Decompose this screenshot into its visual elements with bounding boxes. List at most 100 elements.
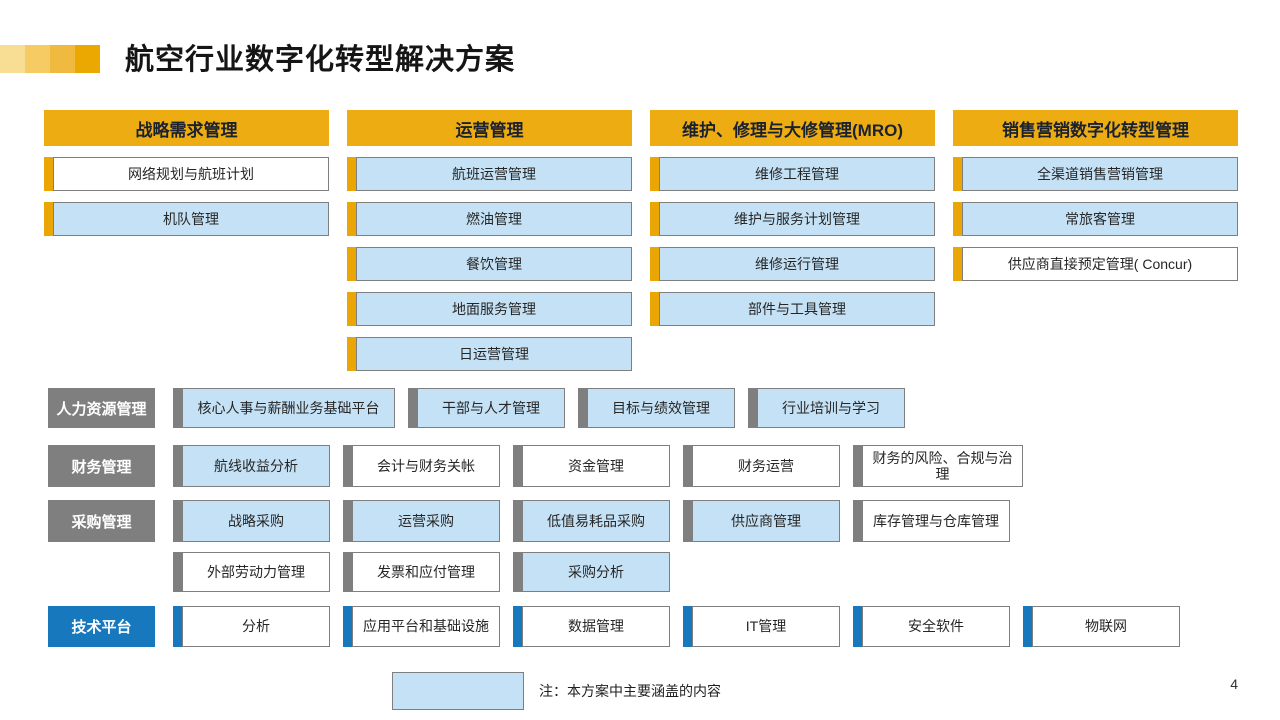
solution-box: 供应商管理 xyxy=(683,500,840,542)
accent-bar xyxy=(853,500,862,542)
accent-bar xyxy=(578,388,587,428)
legend-note: 注：本方案中主要涵盖的内容 xyxy=(539,683,721,699)
row-label: 采购管理 xyxy=(48,500,155,542)
solution-box: 常旅客管理 xyxy=(953,202,1238,236)
row-label: 人力资源管理 xyxy=(48,388,155,428)
accent-bar xyxy=(513,606,522,647)
solution-box-label: 运营采购 xyxy=(352,500,500,542)
solution-box: 供应商直接预定管理( Concur) xyxy=(953,247,1238,281)
decoration-square xyxy=(25,45,50,73)
accent-bar xyxy=(683,500,692,542)
column-sales-marketing: 销售营销数字化转型管理 全渠道销售营销管理 常旅客管理 供应商直接预定管理( C… xyxy=(953,110,1238,371)
solution-box: 全渠道销售营销管理 xyxy=(953,157,1238,191)
solution-box-label: 餐饮管理 xyxy=(356,247,632,281)
solution-box: 维护与服务计划管理 xyxy=(650,202,935,236)
column-strategy-demand: 战略需求管理 网络规划与航班计划 机队管理 xyxy=(44,110,329,371)
solution-box-label: 应用平台和基础设施 xyxy=(352,606,500,647)
accent-bar xyxy=(44,202,53,236)
solution-box: 航班运营管理 xyxy=(347,157,632,191)
page-title: 航空行业数字化转型解决方案 xyxy=(125,44,516,76)
decoration-square xyxy=(50,45,75,73)
solution-box-label: 维修工程管理 xyxy=(659,157,935,191)
solution-box: 部件与工具管理 xyxy=(650,292,935,326)
solution-box-label: 常旅客管理 xyxy=(962,202,1238,236)
solution-box: 库存管理与仓库管理 xyxy=(853,500,1010,542)
solution-box: 核心人事与薪酬业务基础平台 xyxy=(173,388,395,428)
accent-bar xyxy=(853,606,862,647)
accent-bar xyxy=(650,202,659,236)
solution-box-label: 采购分析 xyxy=(522,552,670,592)
solution-box-label: 维护与服务计划管理 xyxy=(659,202,935,236)
legend-covered-swatch xyxy=(392,672,524,710)
accent-bar xyxy=(173,388,182,428)
column-header: 战略需求管理 xyxy=(44,110,329,146)
solution-box: 低值易耗品采购 xyxy=(513,500,670,542)
solution-box-label: 网络规划与航班计划 xyxy=(53,157,329,191)
solution-columns: 战略需求管理 网络规划与航班计划 机队管理 运营管理 航班运营管理 燃油管理 xyxy=(44,110,1238,371)
accent-bar xyxy=(953,157,962,191)
accent-bar xyxy=(650,247,659,281)
solution-box-label: IT管理 xyxy=(692,606,840,647)
legend: 注：本方案中主要涵盖的内容 xyxy=(392,672,721,710)
solution-box-label: 全渠道销售营销管理 xyxy=(962,157,1238,191)
solution-box-label: 外部劳动力管理 xyxy=(182,552,330,592)
accent-bar xyxy=(683,445,692,487)
solution-box: 采购分析 xyxy=(513,552,670,592)
row-technology-platform: 技术平台 分析 应用平台和基础设施 数据管理 IT管理 安全软件 物联网 xyxy=(48,606,1180,647)
solution-box-label: 安全软件 xyxy=(862,606,1010,647)
row-procurement-line2: 外部劳动力管理 发票和应付管理 采购分析 xyxy=(173,552,670,592)
solution-box: 日运营管理 xyxy=(347,337,632,371)
title-decoration xyxy=(0,45,100,73)
solution-box-label: 发票和应付管理 xyxy=(352,552,500,592)
row-procurement: 采购管理 战略采购 运营采购 低值易耗品采购 供应商管理 库存管理与仓库管理 xyxy=(48,500,1010,542)
solution-box-label: 战略采购 xyxy=(182,500,330,542)
accent-bar xyxy=(853,445,862,487)
accent-bar xyxy=(408,388,417,428)
column-header: 销售营销数字化转型管理 xyxy=(953,110,1238,146)
solution-box: 财务运营 xyxy=(683,445,840,487)
accent-bar xyxy=(748,388,757,428)
solution-box-label: 目标与绩效管理 xyxy=(587,388,735,428)
column-header: 维护、修理与大修管理(MRO) xyxy=(650,110,935,146)
accent-bar xyxy=(347,202,356,236)
row-finance: 财务管理 航线收益分析 会计与财务关帐 资金管理 财务运营 财务的风险、合规与治… xyxy=(48,445,1023,487)
solution-box: 行业培训与学习 xyxy=(748,388,905,428)
solution-box: 安全软件 xyxy=(853,606,1010,647)
solution-box-label: 部件与工具管理 xyxy=(659,292,935,326)
solution-box: 发票和应付管理 xyxy=(343,552,500,592)
decoration-square xyxy=(75,45,100,73)
row-label: 技术平台 xyxy=(48,606,155,647)
accent-bar xyxy=(343,552,352,592)
solution-box-label: 供应商管理 xyxy=(692,500,840,542)
solution-box: 航线收益分析 xyxy=(173,445,330,487)
solution-box: 战略采购 xyxy=(173,500,330,542)
accent-bar xyxy=(343,445,352,487)
accent-bar xyxy=(683,606,692,647)
accent-bar xyxy=(347,292,356,326)
solution-box: 网络规划与航班计划 xyxy=(44,157,329,191)
solution-box: 分析 xyxy=(173,606,330,647)
solution-box-label: 库存管理与仓库管理 xyxy=(862,500,1010,542)
column-operations: 运营管理 航班运营管理 燃油管理 餐饮管理 地面服务管理 日运营管理 xyxy=(347,110,632,371)
accent-bar xyxy=(1023,606,1032,647)
row-human-resources: 人力资源管理 核心人事与薪酬业务基础平台 干部与人才管理 目标与绩效管理 行业培… xyxy=(48,388,905,428)
accent-bar xyxy=(173,445,182,487)
column-header: 运营管理 xyxy=(347,110,632,146)
solution-box-label: 财务运营 xyxy=(692,445,840,487)
solution-box: 机队管理 xyxy=(44,202,329,236)
decoration-square xyxy=(0,45,25,73)
solution-box-label: 燃油管理 xyxy=(356,202,632,236)
accent-bar xyxy=(513,500,522,542)
solution-box: 资金管理 xyxy=(513,445,670,487)
solution-box: 维修运行管理 xyxy=(650,247,935,281)
accent-bar xyxy=(343,606,352,647)
solution-box: 财务的风险、合规与治理 xyxy=(853,445,1023,487)
solution-box: 地面服务管理 xyxy=(347,292,632,326)
solution-box-label: 财务的风险、合规与治理 xyxy=(862,445,1023,487)
solution-box-label: 航线收益分析 xyxy=(182,445,330,487)
page-number: 4 xyxy=(1230,676,1238,692)
solution-box: 数据管理 xyxy=(513,606,670,647)
accent-bar xyxy=(173,606,182,647)
accent-bar xyxy=(513,445,522,487)
